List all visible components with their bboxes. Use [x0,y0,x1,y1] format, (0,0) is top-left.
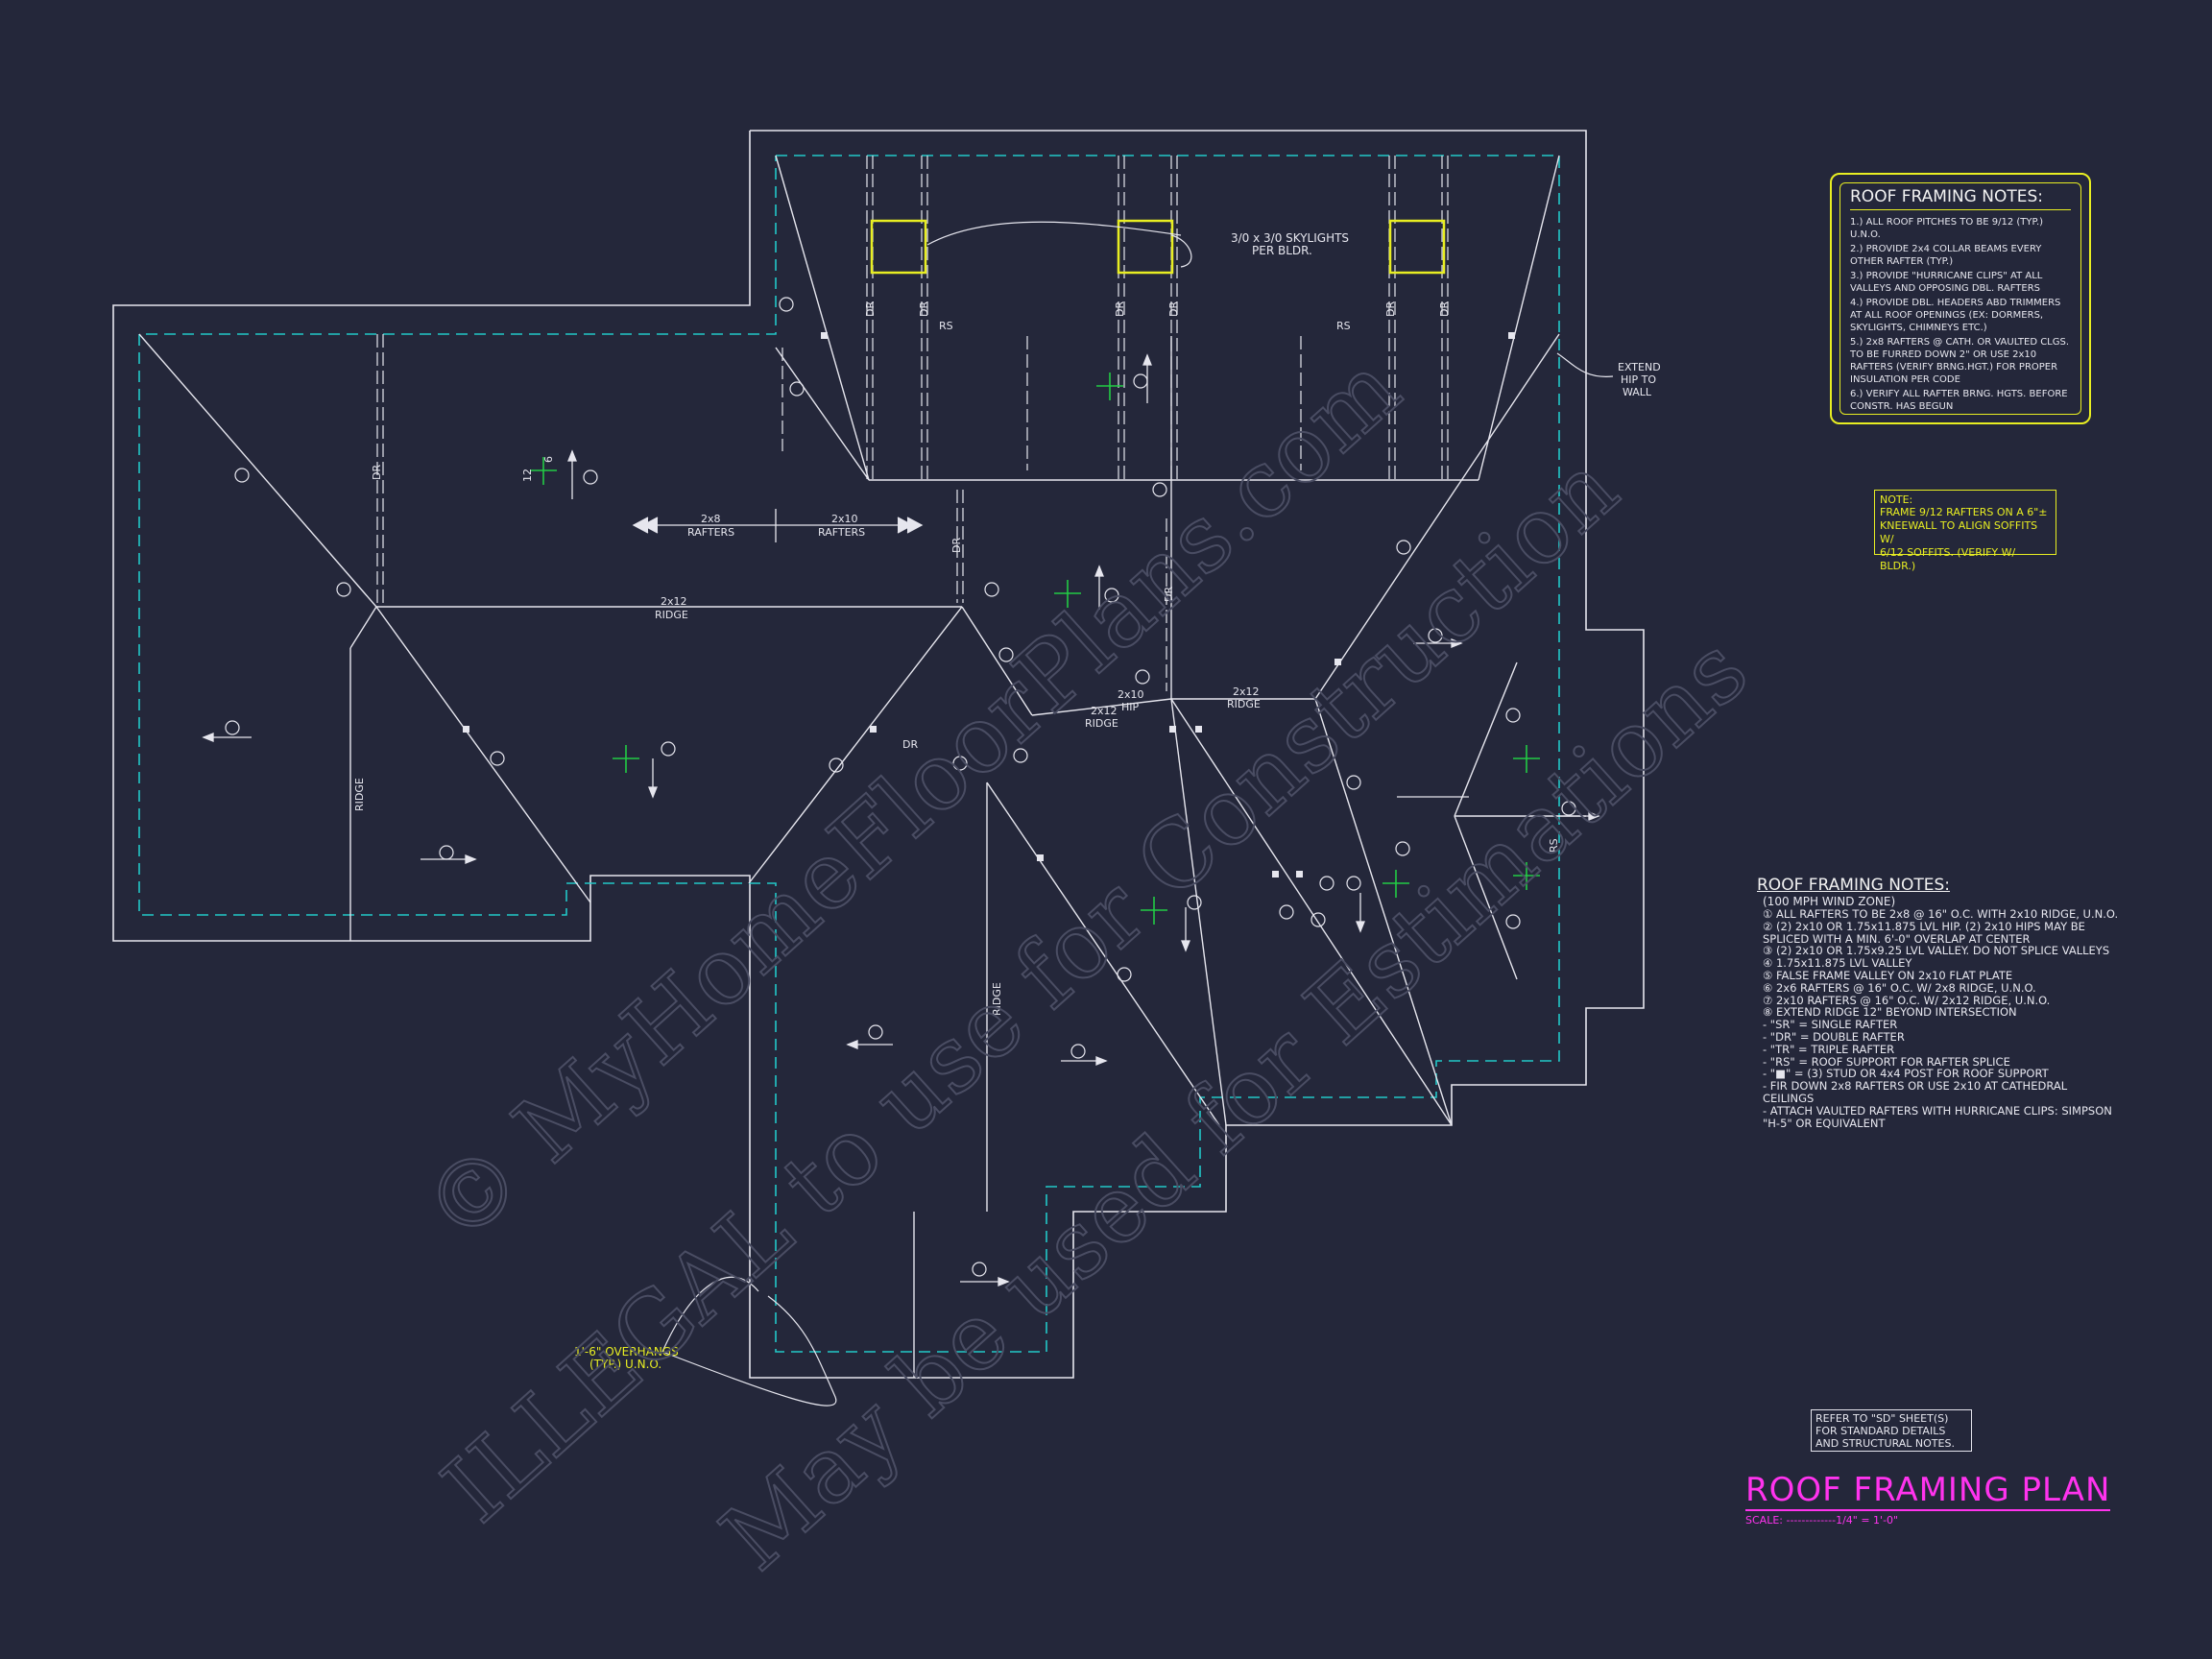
dr-label-10: DR [1163,587,1175,602]
overhang-line [138,155,1560,1353]
skylight-2 [1117,219,1174,275]
note-item: 5.) 2x8 RAFTERS @ CATH. OR VAULTED CLGS.… [1850,337,2070,385]
dr-label-6: DR [1167,301,1180,317]
notes-list: 1.) ALL ROOF PITCHES TO BE 9/12 (TYP.) U… [1850,216,2071,413]
note-item: ② (2) 2x10 OR 1.75x11.875 LVL HIP. (2) 2… [1763,919,2085,946]
rs-label-1: RS [939,320,953,332]
notes-inner-frame: ROOF FRAMING NOTES: 1.) ALL ROOF PITCHES… [1839,182,2081,415]
note-item: 1.) ALL ROOF PITCHES TO BE 9/12 (TYP.) U… [1850,217,2044,240]
kneewall-note: NOTE: FRAME 9/12 RAFTERS ON A 6"± KNEEWA… [1874,490,2056,572]
callout-circles [225,297,1576,1277]
rafter-arrows [202,353,1600,1286]
roof-support-posts [463,332,1515,878]
note-item: - "DR" = DOUBLE RAFTER [1763,1029,1905,1044]
rafters-2x10-size: 2x10 [831,513,858,525]
note-item: 6.) VERIFY ALL RAFTER BRNG. HGTS. BEFORE… [1850,389,2068,412]
kneewall-note-line: KNEEWALL TO ALIGN SOFFITS W/ [1880,519,2038,545]
center-hip-word: HIP [1121,701,1140,713]
note-item: ⑤ FALSE FRAME VALLEY ON 2x10 FLAT PLATE [1763,968,2013,982]
note-item: - "■" = (3) STUD OR 4x4 POST FOR ROOF SU… [1763,1067,2049,1081]
note-item: - FIR DOWN 2x8 RAFTERS OR USE 2x10 AT CA… [1763,1079,2068,1105]
notes2-list: ① ALL RAFTERS TO BE 2x8 @ 16" O.C. WITH … [1757,908,2122,1129]
rafters-2x8-word: RAFTERS [687,526,734,539]
pitch-label-6: 6 [542,456,555,463]
note-item: - "SR" = SINGLE RAFTER [1763,1018,1898,1032]
roof-framing-notes-wind-zone: ROOF FRAMING NOTES: (100 MPH WIND ZONE) … [1757,876,2122,1129]
notes2-subtitle: (100 MPH WIND ZONE) [1763,895,1896,908]
extend-hip-label-3: WALL [1623,386,1652,398]
skylight-3 [1388,219,1446,275]
refer-line: FOR STANDARD DETAILS [1815,1425,1946,1437]
dr-label-1: DR [902,738,918,751]
rafters-2x8-size: 2x8 [701,513,721,525]
center-hip-size: 2x10 [1118,688,1144,701]
extend-hip-label: EXTEND [1618,361,1661,373]
note-item: 2.) PROVIDE 2x4 COLLAR BEAMS EVERY OTHER… [1850,244,2042,267]
note-item: 4.) PROVIDE DBL. HEADERS ABD TRIMMERS AT… [1850,298,2061,333]
dr-label-4: DR [918,301,930,317]
south-ridge-word: RIDGE [991,982,1003,1016]
left-ridge-word: RIDGE [353,778,366,811]
refer-sd-sheet-note: REFER TO "SD" SHEET(S) FOR STANDARD DETA… [1811,1409,1972,1452]
roof-outline [112,130,1645,1379]
overhang-label: 1'-6" OVERHANGS [574,1345,679,1358]
dr-label-9: DR [950,538,963,553]
framing-lines [138,155,1586,1378]
note-item: ⑥ 2x6 RAFTERS @ 16" O.C. W/ 2x8 RIDGE, U… [1763,980,2036,995]
skylight-label-2: PER BLDR. [1252,244,1312,257]
kneewall-note-heading: NOTE: [1880,493,1913,506]
pitch-symbols [530,373,1540,925]
rafters-2x10-word: RAFTERS [818,526,865,539]
extend-hip-label-2: HIP TO [1621,373,1656,386]
dr-label-3: DR [864,301,877,317]
main-ridge-size: 2x12 [661,595,687,608]
leader-lines [661,221,1614,1407]
double-rafter-lines [376,156,1449,691]
dr-label-7: DR [1384,301,1397,317]
drawing-scale: SCALE: -------------1/4" = 1'-0" [1745,1514,1899,1527]
note-item: 3.) PROVIDE "HURRICANE CLIPS" AT ALL VAL… [1850,271,2043,294]
overhang-label-2: (TYP.) U.N.O. [589,1358,661,1371]
skylight-1 [870,219,927,275]
note-item: - "TR" = TRIPLE RAFTER [1763,1042,1895,1056]
right-ridge-word: RIDGE [1227,698,1261,710]
dr-label-2: DR [371,465,383,480]
pitch-label-12: 12 [521,469,534,482]
kneewall-note-line: FRAME 9/12 RAFTERS ON A 6"± [1880,506,2048,518]
dr-label-5: DR [1114,301,1126,317]
center-ridge-size: 2x12 [1091,705,1118,717]
rs-label-3: RS [1548,838,1560,853]
note-item: ① ALL RAFTERS TO BE 2x8 @ 16" O.C. WITH … [1763,907,2119,921]
right-ridge-size: 2x12 [1233,685,1260,698]
note-item: ⑦ 2x10 RAFTERS @ 16" O.C. W/ 2x12 RIDGE,… [1763,993,2051,1007]
kneewall-note-line: 6/12 SOFFITS. (VERIFY W/ BLDR.) [1880,546,2016,572]
note-item: ③ (2) 2x10 OR 1.75x9.25 LVL VALLEY. DO N… [1763,944,2110,958]
note-item: ⑧ EXTEND RIDGE 12" BEYOND INTERSECTION [1763,1005,2017,1020]
skylights [870,219,1446,275]
refer-line: AND STRUCTURAL NOTES. [1815,1437,1955,1450]
notes-title: ROOF FRAMING NOTES: [1850,187,2071,210]
note-item: - ATTACH VAULTED RAFTERS WITH HURRICANE … [1763,1103,2112,1130]
rs-label-2: RS [1336,320,1351,332]
center-ridge-word: RIDGE [1085,717,1118,730]
notes2-title: ROOF FRAMING NOTES: [1757,876,1951,895]
dr-label-8: DR [1438,301,1451,317]
skylight-label: 3/0 x 3/0 SKYLIGHTS [1231,231,1349,245]
drawing-title: ROOF FRAMING PLAN [1745,1471,2111,1511]
roof-framing-notes-general: ROOF FRAMING NOTES: 1.) ALL ROOF PITCHES… [1830,173,2091,424]
title-block: ROOF FRAMING PLAN SCALE: -------------1/… [1745,1471,2111,1527]
note-item: ④ 1.75x11.875 LVL VALLEY [1763,956,1912,971]
refer-line: REFER TO "SD" SHEET(S) [1815,1412,1949,1425]
note-item: - "RS" = ROOF SUPPORT FOR RAFTER SPLICE [1763,1054,2010,1069]
main-ridge-word: RIDGE [655,609,688,621]
